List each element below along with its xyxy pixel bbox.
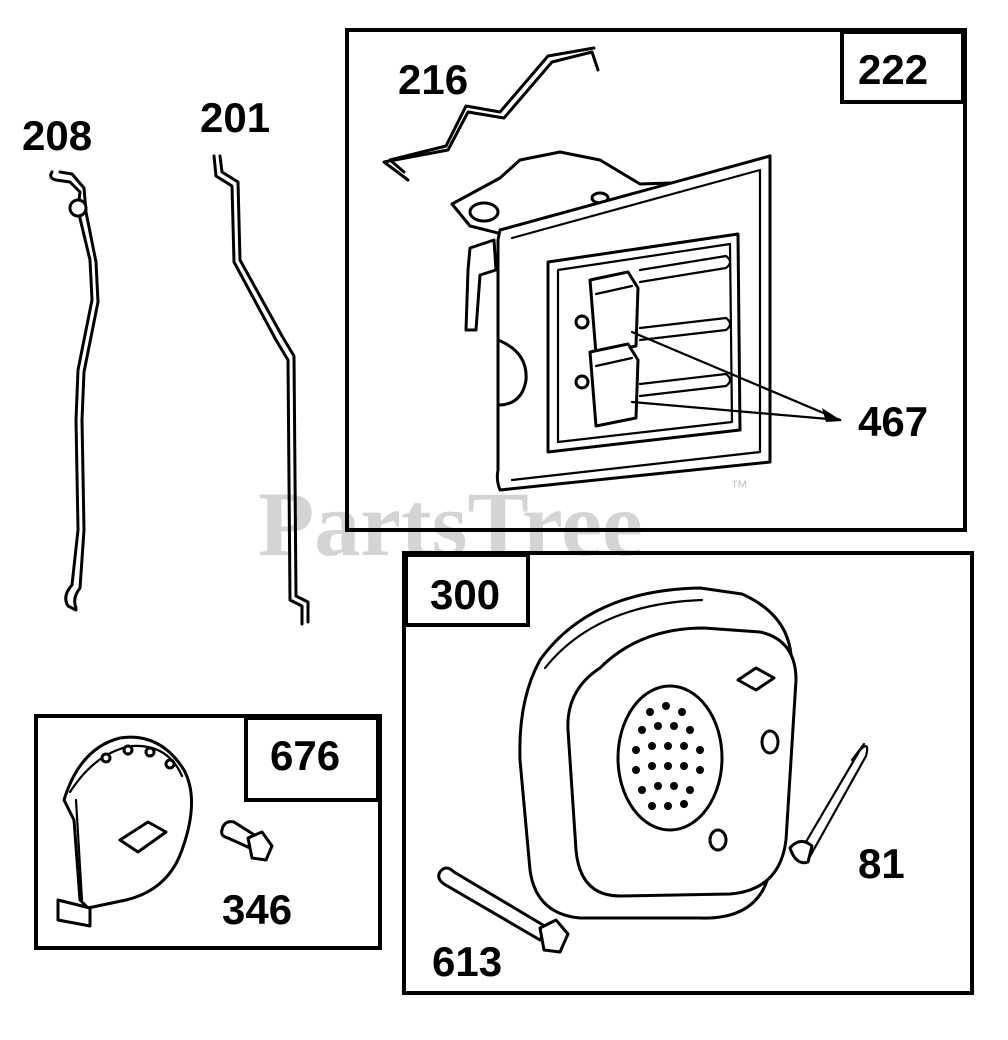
part-label-201: 201 bbox=[200, 94, 270, 141]
box-300-label-frame bbox=[404, 553, 530, 627]
watermark-text: PartsTree bbox=[258, 473, 643, 575]
watermark-trademark: ™ bbox=[730, 477, 748, 497]
box-222 bbox=[345, 28, 967, 532]
part-label-222: 222 bbox=[858, 46, 928, 93]
part-label-467: 467 bbox=[858, 398, 928, 445]
screw-346 bbox=[220, 820, 274, 862]
bolt-613 bbox=[437, 866, 570, 954]
box-300 bbox=[402, 551, 974, 995]
part-label-300: 300 bbox=[430, 571, 500, 618]
part-label-81: 81 bbox=[858, 840, 905, 887]
box-676-label-frame bbox=[244, 716, 380, 802]
pin-81 bbox=[788, 742, 869, 865]
rod-201 bbox=[212, 154, 310, 626]
leader-467 bbox=[630, 330, 842, 422]
muffler-perforations bbox=[632, 702, 704, 810]
part-label-346: 346 bbox=[222, 886, 292, 933]
box-222-label-frame bbox=[840, 30, 965, 104]
part-label-613: 613 bbox=[432, 938, 502, 985]
box-676 bbox=[34, 714, 382, 950]
link-216 bbox=[382, 46, 600, 182]
part-label-208: 208 bbox=[22, 112, 92, 159]
muffler-shield bbox=[56, 735, 193, 928]
muffler bbox=[518, 586, 798, 920]
rod-208 bbox=[49, 170, 100, 612]
base-plate bbox=[450, 150, 772, 492]
part-label-676: 676 bbox=[270, 732, 340, 779]
part-label-216: 216 bbox=[398, 56, 468, 103]
